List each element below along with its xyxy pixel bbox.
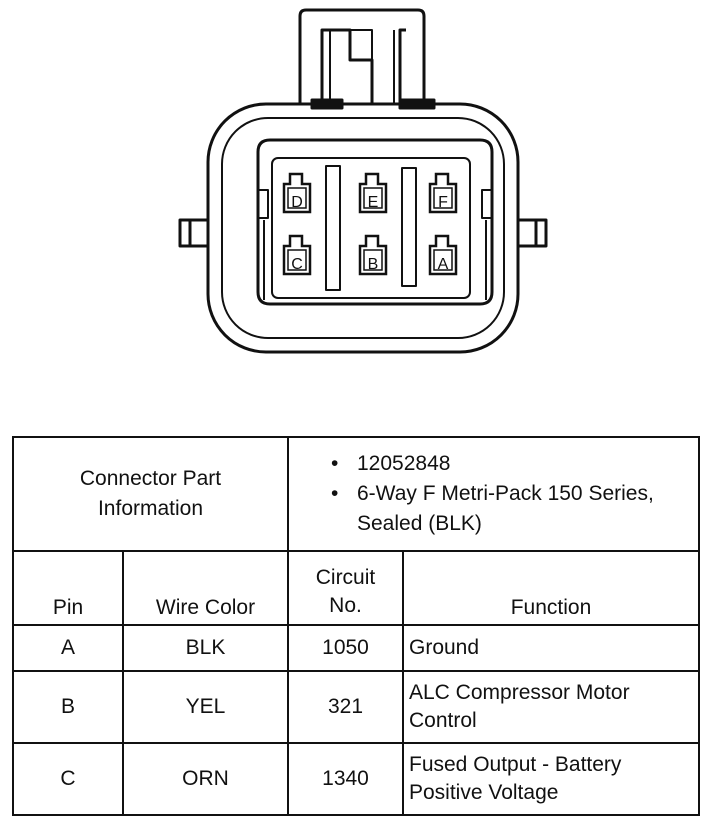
part-info-label: Connector Part Information bbox=[79, 467, 222, 520]
table-row: B YEL 321 ALC Compressor Motor Control bbox=[12, 670, 700, 744]
keying-bar bbox=[401, 167, 417, 287]
table-row: A BLK 1050 Ground bbox=[12, 624, 700, 672]
pin-a-terminal bbox=[428, 234, 458, 276]
pin-f-terminal bbox=[428, 172, 458, 214]
part-description: 6-Way F Metri-Pack 150 Series, Sealed (B… bbox=[331, 479, 657, 539]
header-wire-color: Wire Color bbox=[122, 550, 289, 626]
connector-housing bbox=[206, 102, 520, 354]
pin-e-terminal bbox=[358, 172, 388, 214]
left-ear bbox=[178, 218, 210, 248]
pin-label-d: D bbox=[291, 194, 303, 211]
connector-diagram: D E F C B A bbox=[178, 8, 548, 354]
pin-label-a: A bbox=[438, 256, 449, 273]
pin-label-e: E bbox=[368, 194, 379, 211]
row-a-wire-color: BLK bbox=[122, 624, 289, 672]
part-info-cell: 12052848 6-Way F Metri-Pack 150 Series, … bbox=[287, 436, 700, 552]
locking-tab bbox=[298, 8, 426, 104]
header-circuit-cell: Circuit No. bbox=[287, 550, 404, 626]
part-number: 12052848 bbox=[331, 449, 698, 479]
row-b-function: ALC Compressor Motor Control bbox=[402, 670, 700, 744]
header-function: Function bbox=[402, 550, 700, 626]
table-row: C ORN 1340 Fused Output - Battery Positi… bbox=[12, 742, 700, 816]
row-b-wire-color: YEL bbox=[122, 670, 289, 744]
header-circuit-no: Circuit No. bbox=[315, 566, 376, 617]
connector-info-table: Connector Part Information 12052848 6-Wa… bbox=[12, 436, 700, 816]
row-c-circuit: 1340 bbox=[287, 742, 404, 816]
right-ear bbox=[516, 218, 548, 248]
pin-c-terminal bbox=[282, 234, 312, 276]
pin-d-terminal bbox=[282, 172, 312, 214]
pin-b-terminal bbox=[358, 234, 388, 276]
pin-label-f: F bbox=[438, 194, 448, 211]
pin-label-c: C bbox=[291, 256, 303, 273]
row-c-function: Fused Output - Battery Positive Voltage bbox=[402, 742, 700, 816]
row-c-wire-color: ORN bbox=[122, 742, 289, 816]
row-b-function-text: ALC Compressor Motor Control bbox=[409, 681, 630, 732]
row-a-circuit: 1050 bbox=[287, 624, 404, 672]
row-c-pin: C bbox=[12, 742, 124, 816]
row-b-circuit: 321 bbox=[287, 670, 404, 744]
row-a-pin: A bbox=[12, 624, 124, 672]
header-pin: Pin bbox=[12, 550, 124, 626]
pin-label-b: B bbox=[368, 256, 379, 273]
row-a-function: Ground bbox=[402, 624, 700, 672]
pin-cavity bbox=[271, 157, 471, 299]
keying-bar bbox=[325, 165, 341, 291]
part-info-label-cell: Connector Part Information bbox=[12, 436, 289, 552]
row-b-pin: B bbox=[12, 670, 124, 744]
row-c-function-text: Fused Output - Battery Positive Voltage bbox=[409, 753, 622, 804]
